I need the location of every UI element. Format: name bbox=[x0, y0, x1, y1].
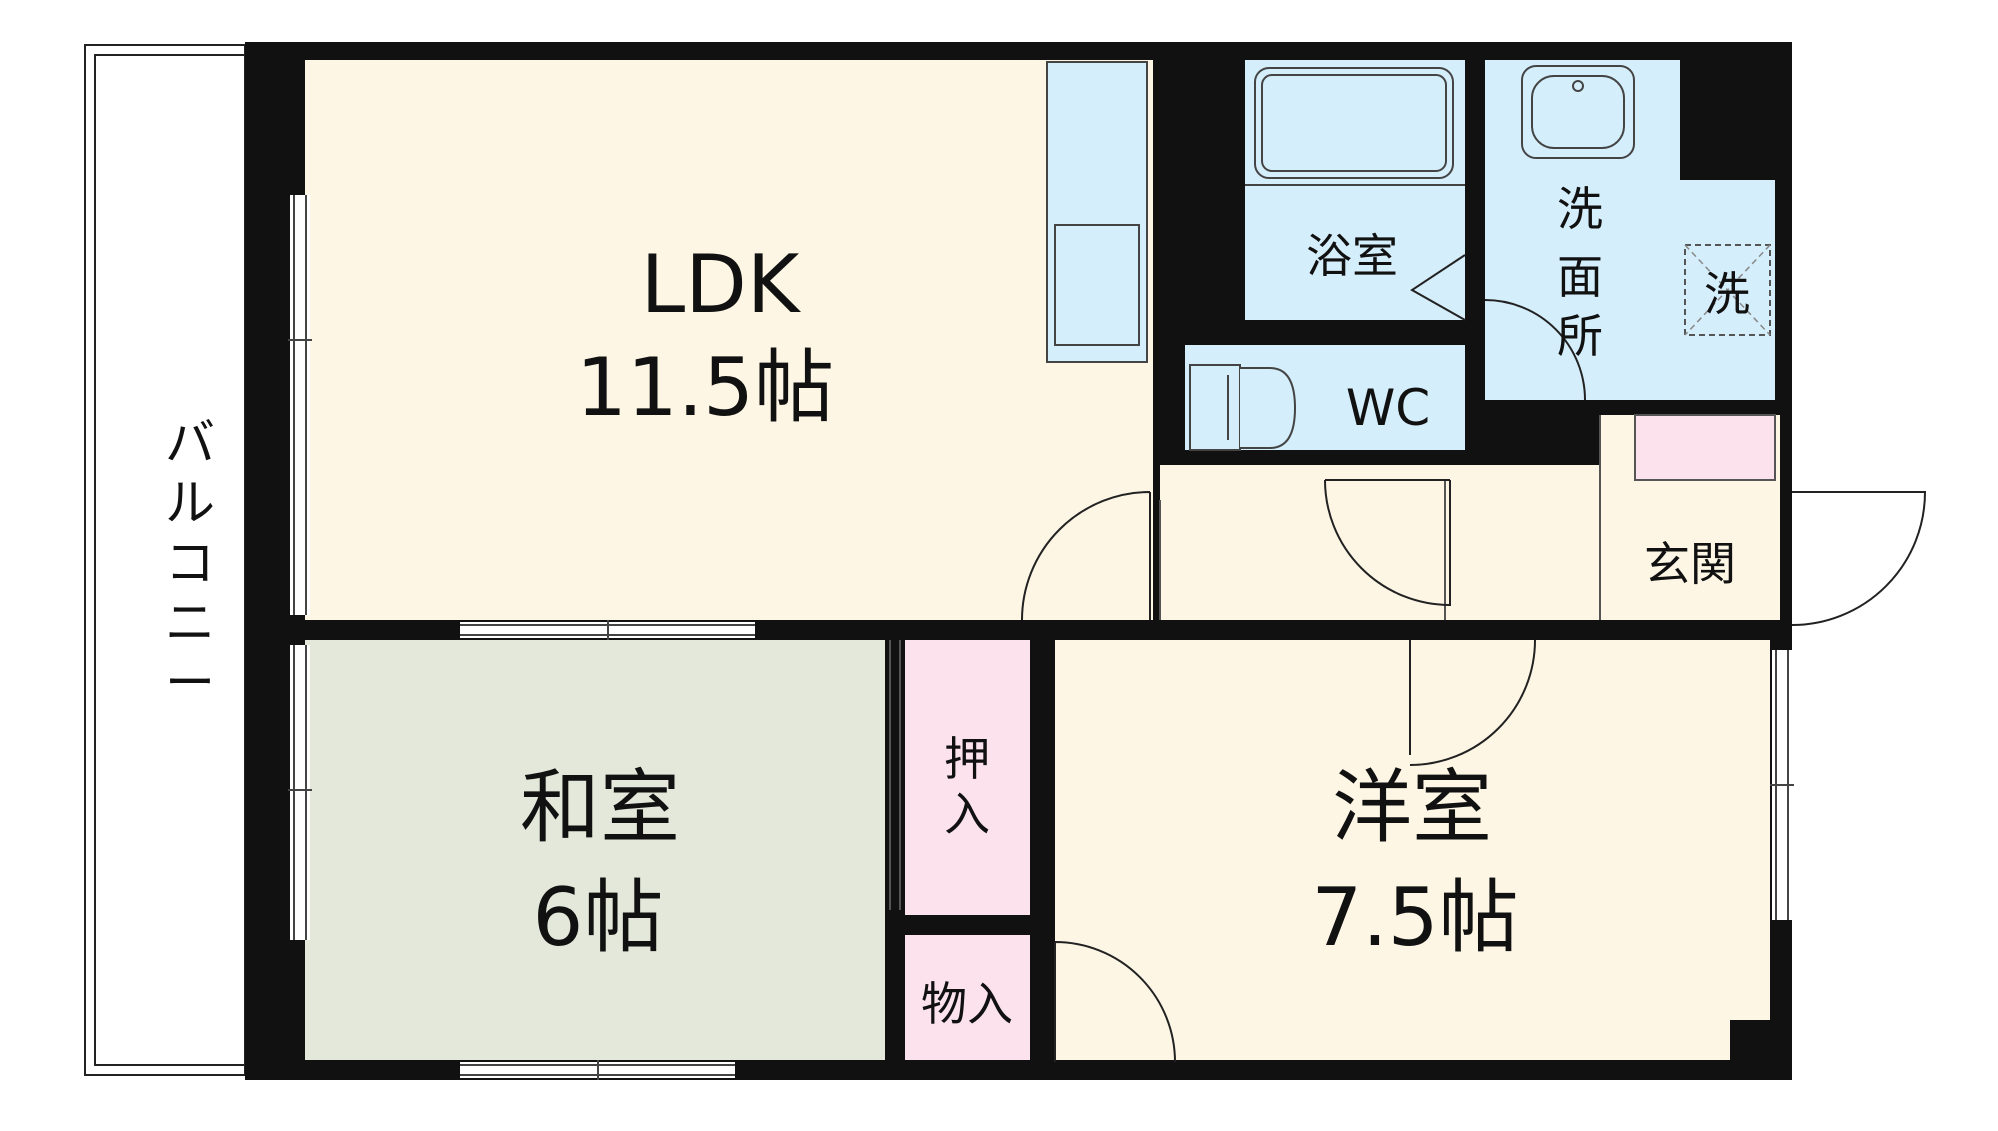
door-youshitsu bbox=[1409, 639, 1536, 766]
sink-icon bbox=[1521, 65, 1635, 159]
washer-space bbox=[1684, 244, 1771, 336]
shoe-storage bbox=[1634, 414, 1776, 481]
door-wc bbox=[1324, 479, 1451, 607]
door-monoire bbox=[1054, 941, 1176, 1063]
washroom-char-1: 洗 bbox=[1557, 182, 1603, 236]
washitsu-size: 6帖 bbox=[533, 871, 664, 964]
balcony bbox=[84, 44, 246, 1076]
balcony-char-4: ニ bbox=[165, 594, 215, 652]
toilet-icon bbox=[1189, 364, 1297, 451]
balcony-char-2: ル bbox=[165, 474, 215, 532]
youshitsu-room bbox=[1055, 640, 1770, 1060]
door-entrance bbox=[1791, 491, 1927, 626]
oshiire bbox=[905, 640, 1030, 915]
door-ldk bbox=[1021, 491, 1151, 621]
door-wash bbox=[1484, 299, 1586, 401]
washitsu-room bbox=[305, 640, 885, 1060]
window-washitsu-bottom bbox=[460, 1060, 735, 1080]
balcony-char-3: コ bbox=[165, 534, 215, 592]
monoire bbox=[905, 935, 1030, 1060]
washer-label: 洗 bbox=[1704, 267, 1750, 321]
bath-label: 浴室 bbox=[1306, 229, 1398, 283]
balcony-char-1: バ bbox=[165, 414, 215, 472]
ldk-name: LDK bbox=[641, 238, 802, 331]
youshitsu-name: 洋室 bbox=[1332, 761, 1492, 854]
window-youshitsu-right bbox=[1770, 650, 1794, 920]
monoire-label: 物入 bbox=[921, 977, 1013, 1031]
oshiire-char-2: 入 bbox=[944, 787, 990, 841]
youshitsu-size: 7.5帖 bbox=[1311, 871, 1518, 964]
washitsu-name: 和室 bbox=[520, 761, 680, 854]
ldk-room bbox=[305, 60, 1153, 620]
window-balcony-lower bbox=[288, 645, 312, 940]
entrance-label: 玄関 bbox=[1644, 537, 1736, 591]
balcony-char-5: ー bbox=[165, 654, 215, 712]
kitchen-counter bbox=[1046, 61, 1148, 363]
wc-label: WC bbox=[1346, 379, 1430, 437]
window-ldk-washitsu bbox=[460, 620, 755, 640]
bathtub-icon bbox=[1254, 67, 1454, 179]
oshiire-char-1: 押 bbox=[944, 732, 990, 786]
washroom-char-2: 面 bbox=[1557, 250, 1603, 304]
ldk-size: 11.5帖 bbox=[576, 341, 834, 434]
washroom-char-3: 所 bbox=[1557, 309, 1603, 363]
window-balcony-upper bbox=[288, 195, 312, 615]
